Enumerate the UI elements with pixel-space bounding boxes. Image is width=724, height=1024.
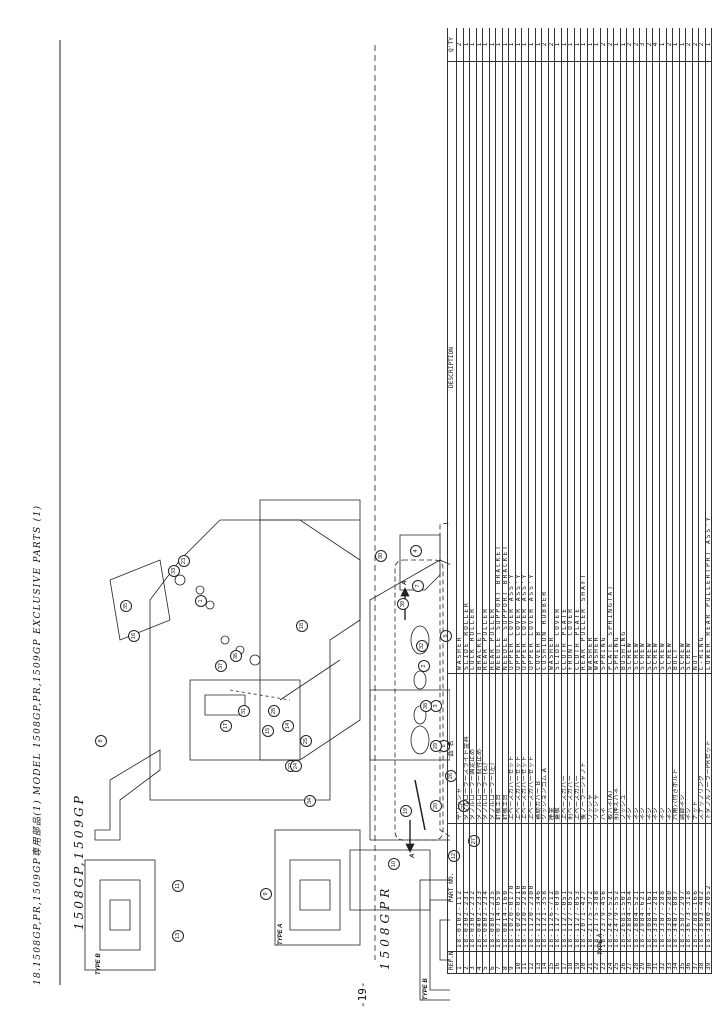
slide-cover-outline: [109, 559, 171, 641]
callout-19: 19: [400, 805, 412, 817]
callout-1: 1: [195, 595, 207, 607]
callout-17: 17: [220, 720, 232, 732]
puller-shaft: [414, 779, 426, 831]
type-b-label-lower: TYPE B: [423, 978, 429, 1000]
cell-part-no: 18-3300-2052: [705, 823, 712, 952]
cell-ref: 39: [705, 951, 712, 974]
header-ref: REF.NO.: [447, 951, 457, 974]
callout-36: 36: [230, 650, 242, 662]
callout-23: 23: [178, 555, 190, 567]
callout-18: 18: [296, 620, 308, 632]
callout-29: 29: [430, 740, 442, 752]
callout-28: 28: [268, 705, 280, 717]
callout-39: 39: [397, 598, 409, 610]
callout-2: 2: [418, 660, 430, 672]
callout-7: 7: [412, 580, 424, 592]
callout-11: 11: [172, 880, 184, 892]
cell-qty: 1: [705, 28, 712, 62]
roller-5: [410, 625, 430, 655]
arrow-a-label-top: A: [402, 580, 408, 585]
front-cover-outline: [259, 499, 361, 761]
needle-bracket-outline: [94, 749, 161, 841]
type-b-inset-frame: [84, 859, 156, 971]
cell-description: LOWER REAR PULLER(PR) ASS'Y: [705, 61, 712, 674]
callout-10: 10: [388, 858, 400, 870]
callout-15: 15: [262, 725, 274, 737]
callout-24: 24: [290, 760, 302, 772]
callout-25: 25: [300, 735, 312, 747]
callout-32: 32: [416, 640, 428, 652]
exploded-parts-drawing: 18.1508GP,PR,1509GP専用部品(1) MODEL 1508GP,…: [33, 40, 604, 1008]
type-b-label-upper: TYPE B: [96, 953, 102, 975]
type-b-inset-frame-lower: [419, 879, 450, 1001]
puller-assembly-frame: [439, 522, 450, 838]
type-a-label-upper: TYPE A: [278, 923, 284, 945]
header-description: DESCRIPTION: [447, 61, 457, 674]
bracket-7-outline: [399, 534, 441, 591]
callout-33: 33: [168, 565, 180, 577]
header-jp-name: 品 名: [447, 673, 457, 824]
callout-14: 14: [282, 720, 294, 732]
callout-37: 37: [215, 660, 227, 672]
callout-38: 38: [420, 700, 432, 712]
header-qty: Q'TY: [447, 28, 457, 62]
drawing-lines: [59, 40, 450, 1001]
table-header-row: REF.NO. PART NO. 品 名 DESCRIPTION Q'TY: [447, 28, 457, 974]
type-a-inset-frame-upper: [274, 829, 361, 946]
callout-9: 9: [260, 888, 272, 900]
callout-8: 8: [95, 735, 107, 747]
callout-35: 35: [120, 600, 132, 612]
lower-cloth-plate-outline: [369, 559, 450, 841]
header-part-no: PART NO.: [447, 823, 457, 952]
cell-jp-name: 下ダブルプーラーPRセット: [705, 673, 712, 824]
callout-20: 20: [430, 800, 442, 812]
callout-16: 16: [128, 630, 140, 642]
arrow-a-label-bottom: A: [410, 853, 416, 858]
callout-4: 4: [410, 545, 422, 557]
callout-34: 34: [304, 795, 316, 807]
roller-6: [410, 725, 430, 755]
callout-13: 13: [172, 930, 184, 942]
callout-30: 30: [375, 550, 387, 562]
callout-31: 31: [238, 705, 250, 717]
cloth-plate-outline: [149, 519, 361, 801]
